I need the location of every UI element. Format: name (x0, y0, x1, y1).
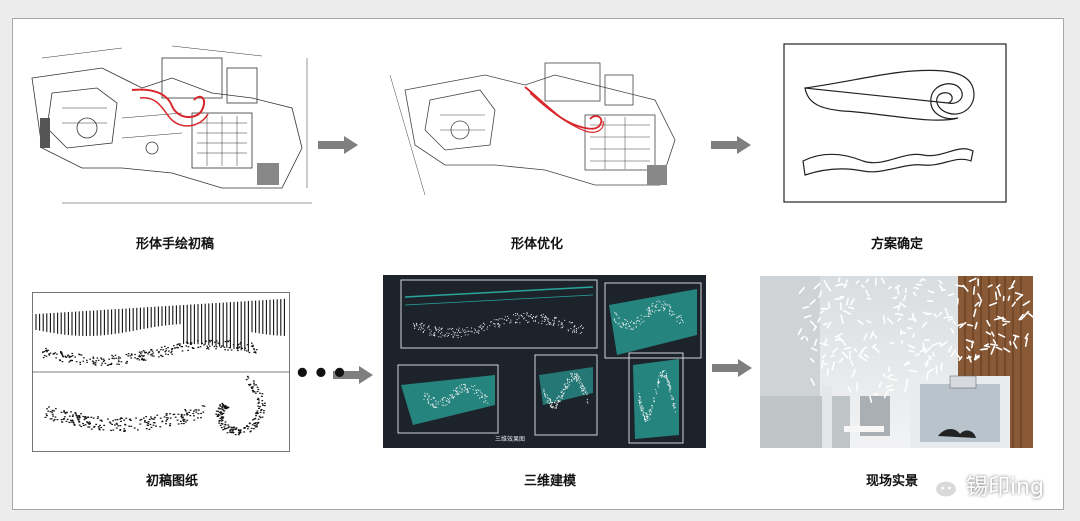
wechat-icon (920, 470, 959, 499)
floorplan-optimized-image (389, 62, 676, 196)
caption-optimization: 形体优化 (510, 237, 563, 252)
draft-drawing-image (32, 292, 290, 452)
caption-hand-sketch: 形体手绘初稿 (135, 237, 214, 252)
model-view-label: 三维效果图 (495, 435, 525, 443)
final-scheme-outline-image (783, 43, 1007, 203)
caption-3d-modeling: 三维建模 (523, 474, 576, 489)
caption-site-photo: 现场实景 (865, 474, 918, 489)
arrow-right-icon (318, 136, 358, 154)
ellipsis-text: ••• (294, 359, 350, 389)
watermark: 锡印ing (920, 469, 1044, 501)
arrow-right-icon (333, 366, 373, 384)
caption-draft-drawings: 初稿图纸 (145, 474, 198, 489)
arrow-right-icon (712, 359, 752, 377)
watermark-text: 锡印ing (965, 475, 1044, 500)
3d-model-image: 三维效果图 (383, 275, 706, 448)
arrow-right-icon (711, 136, 751, 154)
floorplan-sketch-image (31, 45, 312, 204)
caption-scheme-confirmed: 方案确定 (870, 237, 923, 252)
site-photo-image (760, 276, 1033, 448)
